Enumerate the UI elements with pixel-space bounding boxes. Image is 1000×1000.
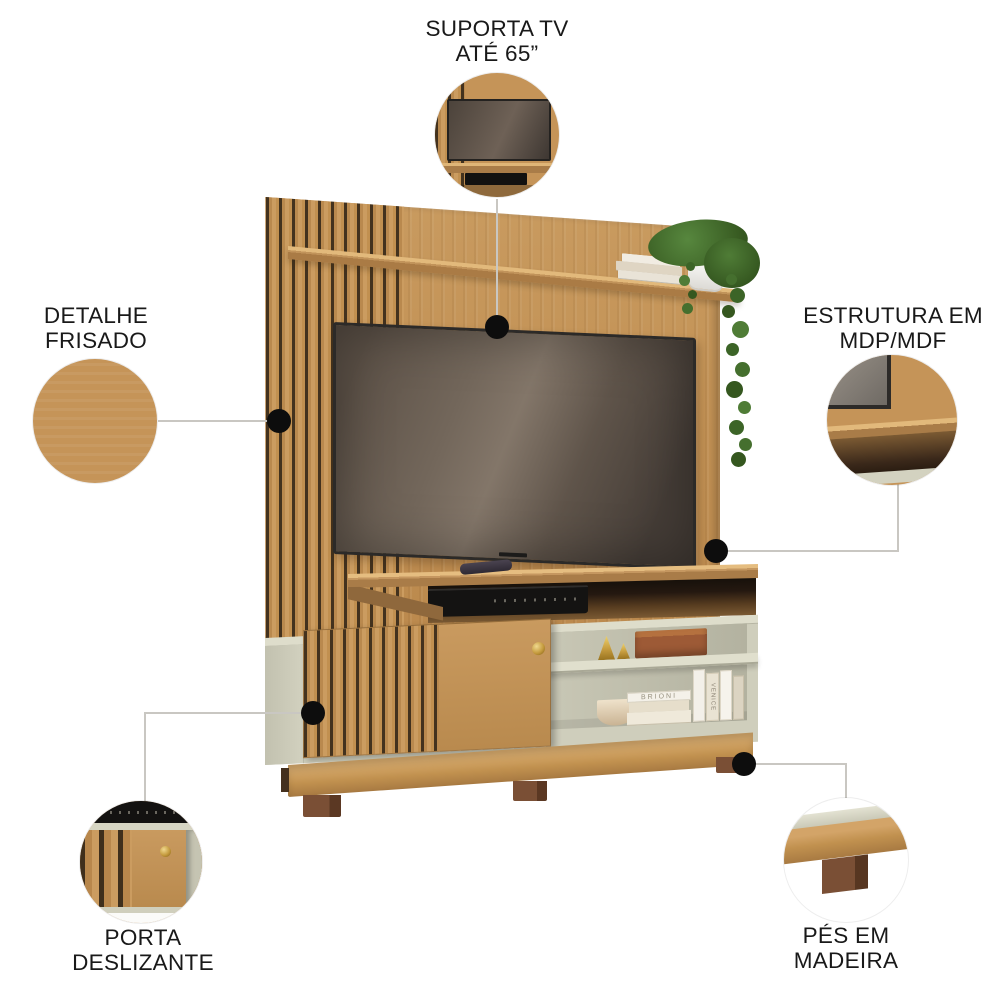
detail-grain bbox=[33, 359, 157, 483]
label-line: MDP/MDF bbox=[839, 328, 947, 354]
leader-line-feet-v bbox=[845, 763, 847, 799]
detail-foot-block bbox=[822, 854, 868, 894]
callout-dot-feet bbox=[732, 752, 756, 776]
wooden-box bbox=[635, 628, 707, 659]
tv-logo bbox=[499, 552, 527, 558]
callout-dot-structure bbox=[704, 539, 728, 563]
dvd-player bbox=[428, 585, 588, 618]
detail-interior-sliver bbox=[186, 830, 202, 907]
callout-circle-tv bbox=[435, 73, 559, 197]
callout-circle-fluted bbox=[33, 359, 157, 483]
wooden-foot-middle bbox=[513, 781, 547, 801]
detail-door-knob bbox=[160, 846, 171, 857]
detail-door bbox=[80, 830, 202, 907]
sliding-door-flutes bbox=[304, 624, 439, 758]
sliding-door bbox=[303, 618, 551, 759]
book bbox=[733, 675, 744, 720]
book bbox=[720, 669, 732, 721]
book-spine: VENICE bbox=[706, 672, 719, 722]
leader-line-fluted bbox=[158, 420, 268, 422]
label-wooden-feet: PÉS EM MADEIRA bbox=[794, 923, 899, 973]
label-line: FRISADO bbox=[44, 328, 148, 354]
tv-screen bbox=[333, 322, 696, 570]
callout-dot-door bbox=[301, 701, 325, 725]
label-line: DESLIZANTE bbox=[72, 950, 214, 976]
hanging-plant bbox=[645, 212, 773, 417]
label-fluted-detail: DETALHE FRISADO bbox=[44, 303, 148, 353]
label-structure: ESTRUTURA EM MDP/MDF bbox=[803, 303, 983, 353]
wooden-foot-back bbox=[281, 768, 289, 792]
leader-line-door-h bbox=[145, 712, 302, 714]
door-knob bbox=[532, 641, 545, 656]
cabinet-left-side bbox=[265, 644, 304, 765]
vertical-books: VENICE bbox=[693, 667, 745, 722]
leader-line-tv bbox=[496, 199, 498, 327]
label-line: PÉS EM bbox=[802, 923, 890, 948]
detail-tv bbox=[447, 99, 551, 161]
detail-cabinet-top-strip bbox=[80, 823, 202, 830]
leader-line-door-v bbox=[144, 712, 146, 802]
callout-circle-feet bbox=[784, 798, 908, 922]
leader-line-structure-v bbox=[897, 482, 899, 552]
label-line: ATÉ 65” bbox=[455, 41, 539, 67]
detail-shadow bbox=[435, 185, 559, 197]
leader-line-feet-h bbox=[756, 763, 846, 765]
label-line: SUPORTA TV bbox=[425, 16, 569, 41]
label-line: PORTA bbox=[104, 925, 182, 950]
detail-tv-corner bbox=[827, 355, 891, 409]
plant-vine bbox=[686, 262, 695, 271]
callout-dot-fluted bbox=[267, 409, 291, 433]
dvd-buttons bbox=[494, 597, 580, 603]
plant-vine bbox=[726, 274, 737, 285]
leader-line-structure-h bbox=[727, 550, 899, 552]
detail-floor-white bbox=[80, 913, 202, 923]
callout-circle-door bbox=[80, 801, 202, 923]
wooden-foot-left bbox=[303, 795, 341, 817]
label-line: DETALHE bbox=[43, 303, 149, 328]
detail-door-base bbox=[80, 907, 202, 913]
label-line: MADEIRA bbox=[793, 948, 899, 974]
detail-dvd bbox=[465, 173, 527, 185]
detail-dvd-band bbox=[80, 801, 202, 823]
label-line: ESTRUTURA EM bbox=[803, 303, 983, 328]
book-stack-brioni: BRIONI bbox=[627, 689, 691, 726]
callout-circle-structure bbox=[827, 355, 957, 485]
detail-dvd-buttons bbox=[110, 811, 190, 814]
book bbox=[693, 669, 705, 722]
detail-shelf bbox=[435, 163, 559, 173]
label-tv-support: SUPORTA TV ATÉ 65” bbox=[425, 16, 568, 66]
detail-door-flutes bbox=[80, 830, 132, 907]
callout-dot-tv bbox=[485, 315, 509, 339]
label-sliding-door: PORTA DESLIZANTE bbox=[72, 925, 214, 975]
